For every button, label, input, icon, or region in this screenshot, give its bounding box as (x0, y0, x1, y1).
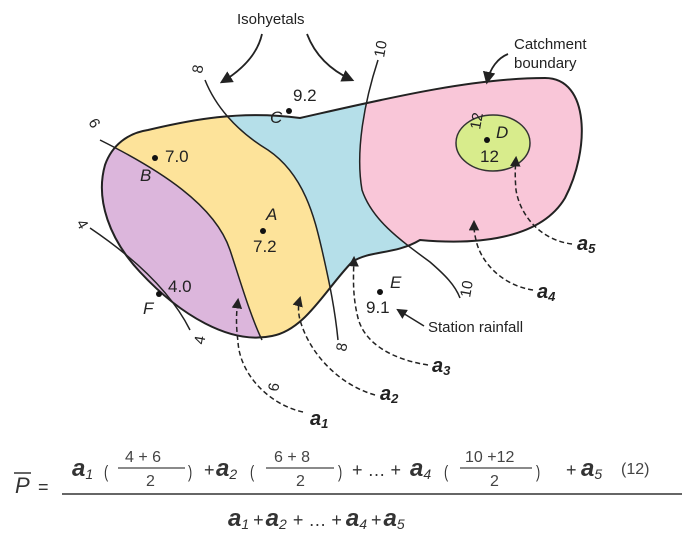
station-A-value: 7.2 (253, 237, 277, 256)
catchment-boundary (101, 76, 583, 339)
catchment-label-line1: Catchment (514, 36, 587, 53)
formula-term4-paren-close: ) (536, 463, 540, 483)
area-a4: a4 (468, 219, 556, 304)
formula-term1-paren-open: ( (104, 463, 109, 483)
isohyet-10-top-label: 10 (371, 39, 391, 58)
formula-plus-1: + (204, 460, 215, 480)
catchment-arrow (482, 53, 509, 85)
area-a2: a2 (292, 295, 399, 406)
area-a3-label: a3 (432, 355, 451, 378)
formula-term2-paren-open: ( (250, 463, 255, 483)
area-a2-arrow (292, 295, 376, 396)
station-B-name: B (140, 166, 151, 185)
formula-term1-paren-close: ) (188, 463, 192, 483)
station-C-dot (286, 108, 292, 114)
station-E-value: 9.1 (366, 298, 390, 317)
area-a5: a5 (510, 155, 596, 256)
formula-term2-numerator: 6 + 8 (274, 449, 310, 466)
formula-term1-area: a1 (72, 455, 93, 482)
isohyetals-left-arrow (219, 33, 263, 84)
station-A: A 7.2 (253, 205, 277, 256)
isohyet-6-bottom-label: 6 (265, 382, 283, 393)
area-a5-arrow (510, 155, 573, 245)
zone-10-12-fill (359, 78, 582, 262)
formula-ellipsis: + … + (352, 460, 401, 480)
formula-term1-numerator: 4 + 6 (125, 449, 161, 466)
isohyet-8-top-label: 8 (189, 64, 207, 75)
formula-term5-area: a5 (581, 455, 602, 482)
station-C-name: C (270, 108, 283, 127)
station-D-value: 12 (480, 147, 499, 166)
formula-lhs: P (15, 473, 30, 498)
catchment-label-line2: boundary (514, 55, 577, 72)
isohyet-12-label: 12 (467, 111, 487, 130)
formula-plus-2: + (566, 460, 577, 480)
area-a5-label: a5 (577, 233, 596, 256)
area-a3: a3 (348, 255, 451, 378)
formula-term2-area: a2 (216, 455, 237, 482)
station-F-name: F (143, 299, 155, 318)
isohyet-4-bottom-label: 4 (191, 335, 209, 346)
station-rainfall-label: Station rainfall (428, 319, 523, 336)
area-a4-label: a4 (537, 281, 556, 304)
formula-term1-denominator: 2 (146, 473, 155, 490)
isohyetals-right-arrow (306, 33, 355, 82)
station-B: B 7.0 (140, 147, 189, 185)
area-a1-arrow (231, 297, 304, 413)
isohyet-6-top-label: 6 (85, 116, 104, 132)
isohyet-10-bottom-label: 10 (457, 279, 477, 298)
isohyet-10-line (358, 59, 461, 299)
station-rainfall-arrow (396, 308, 425, 327)
station-E-dot (377, 289, 383, 295)
formula-equals: = (38, 477, 49, 497)
formula-term5-value: (12) (621, 461, 649, 478)
station-A-dot (260, 228, 266, 234)
area-a1-label: a1 (310, 408, 328, 431)
station-D-dot (484, 137, 490, 143)
station-E: E 9.1 (366, 273, 402, 317)
station-F-value: 4.0 (168, 277, 192, 296)
average-rainfall-formula: P = a1 ( 4 + 6 2 ) + a2 ( 6 + 8 2 ) + … … (14, 449, 682, 532)
formula-denominator: a1+a2+ … +a4+a5 (228, 505, 405, 532)
station-D: D 12 (480, 123, 508, 166)
formula-term4-numerator: 10 +12 (465, 449, 514, 466)
formula-term2-denominator: 2 (296, 473, 305, 490)
formula-term4-denominator: 2 (490, 473, 499, 490)
formula-term4-area: a4 (410, 455, 431, 482)
formula-term2-paren-close: ) (338, 463, 342, 483)
station-A-name: A (265, 205, 277, 224)
isohyet-4-line (89, 227, 191, 331)
area-a4-arrow (468, 219, 534, 291)
area-a2-label: a2 (380, 383, 399, 406)
station-B-dot (152, 155, 158, 161)
isohyet-8-line (204, 79, 339, 341)
isohyet-8-bottom-label: 8 (333, 342, 351, 353)
station-E-name: E (390, 273, 402, 292)
area-a1: a1 (231, 297, 328, 431)
isohyet-4-top-label: 4 (73, 217, 92, 233)
station-F-dot (156, 291, 162, 297)
station-C-value: 9.2 (293, 86, 317, 105)
station-C: C 9.2 (270, 86, 317, 127)
station-B-value: 7.0 (165, 147, 189, 166)
station-D-name: D (496, 123, 508, 142)
isohyetals-label: Isohyetals (237, 11, 305, 28)
area-a3-arrow (348, 255, 429, 366)
station-F: F 4.0 (143, 277, 192, 318)
formula-term4-paren-open: ( (444, 463, 449, 483)
isohyet-6-line (99, 139, 263, 341)
